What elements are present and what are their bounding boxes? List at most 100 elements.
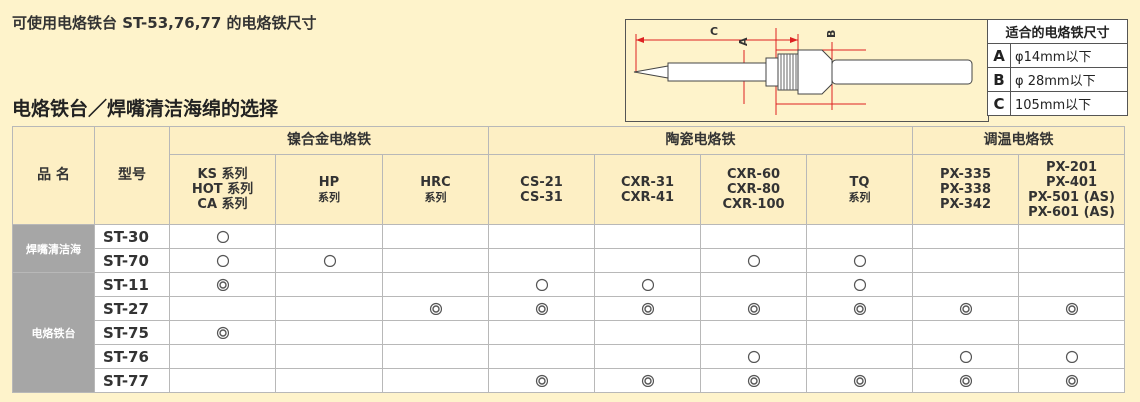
- compat-cell: [382, 224, 489, 249]
- compat-cell: [594, 224, 701, 249]
- compat-cell: [169, 368, 276, 393]
- compat-cell: [169, 272, 276, 297]
- double-circle-mark-icon: [959, 302, 972, 315]
- compat-cell: [169, 248, 276, 273]
- compat-cell: [169, 344, 276, 369]
- subcol-header-line: PX-335: [939, 167, 992, 182]
- compat-cell: [382, 368, 489, 393]
- compat-cell: [806, 248, 913, 273]
- compat-cell: [1018, 272, 1125, 297]
- fit-size-key: A: [987, 43, 1011, 68]
- compat-cell: [275, 248, 383, 273]
- double-circle-mark-icon: [641, 302, 654, 315]
- compat-cell: [488, 296, 595, 321]
- compat-cell: [1018, 320, 1125, 345]
- dim-label-b: B: [825, 30, 838, 38]
- double-circle-mark-icon: [216, 278, 229, 291]
- circle-mark-icon: [747, 254, 760, 267]
- compat-cell: [488, 272, 595, 297]
- compat-cell: [700, 344, 807, 369]
- circle-mark-icon: [535, 278, 548, 291]
- compat-cell: [594, 248, 701, 273]
- compat-cell: [806, 272, 913, 297]
- subcol-header-line: HP: [318, 174, 340, 190]
- double-circle-mark-icon: [853, 302, 866, 315]
- compat-cell: [912, 320, 1019, 345]
- compat-cell: [275, 272, 383, 297]
- compat-cell: [806, 224, 913, 249]
- group-header-nickel: 镍合金电烙铁: [169, 126, 489, 155]
- dim-label-a: A: [737, 37, 750, 46]
- circle-mark-icon: [323, 254, 336, 267]
- fit-size-value: φ 28mm以下: [1010, 67, 1128, 92]
- section-title: 电烙铁台／焊嘴清洁海绵的选择: [12, 98, 279, 120]
- compat-cell: [806, 320, 913, 345]
- fit-size-value: 105mm以下: [1010, 91, 1128, 116]
- circle-mark-icon: [641, 278, 654, 291]
- compat-cell: [1018, 296, 1125, 321]
- fit-size-value: φ14mm以下: [1010, 43, 1128, 68]
- circle-mark-icon: [747, 350, 760, 363]
- compat-cell: [488, 224, 595, 249]
- subcol-header-line: HOT 系列: [191, 182, 254, 197]
- compat-cell: [912, 296, 1019, 321]
- table-row: ST-76: [13, 344, 1125, 369]
- compat-cell: [275, 224, 383, 249]
- model-cell: ST-75: [94, 320, 170, 345]
- compat-cell: [488, 344, 595, 369]
- row-group-label: 电烙铁台: [12, 272, 95, 393]
- model-cell: ST-77: [94, 368, 170, 393]
- compat-cell: [912, 224, 1019, 249]
- double-circle-mark-icon: [641, 374, 654, 387]
- compat-cell: [594, 344, 701, 369]
- subcol-header-line: PX-201: [1045, 159, 1098, 175]
- subcol-header-line: PX-338: [939, 182, 992, 197]
- compat-cell: [382, 320, 489, 345]
- compat-cell: [700, 368, 807, 393]
- subcol-header-line: TQ: [849, 174, 870, 190]
- subcol-header-line: PX-401: [1045, 174, 1098, 190]
- subcol-header-line: 系列: [424, 190, 447, 204]
- compat-cell: [806, 296, 913, 321]
- subcol-header-line: KS 系列: [197, 167, 248, 182]
- compat-cell: [1018, 368, 1125, 393]
- subcol-header-line: CS-21: [520, 174, 563, 190]
- double-circle-mark-icon: [747, 374, 760, 387]
- circle-mark-icon: [959, 350, 972, 363]
- compat-cell: [169, 224, 276, 249]
- double-circle-mark-icon: [535, 374, 548, 387]
- compat-cell: [169, 320, 276, 345]
- subcol-header-line: CXR-31: [620, 174, 675, 190]
- col-header-model: 型号: [94, 126, 170, 225]
- compat-cell: [806, 344, 913, 369]
- dim-label-c: C: [710, 25, 718, 38]
- compat-cell: [275, 320, 383, 345]
- compat-cell: [169, 296, 276, 321]
- fit-size-key: C: [987, 91, 1011, 116]
- compat-cell: [275, 368, 383, 393]
- compat-cell: [700, 248, 807, 273]
- subcol-header-line: CXR-100: [722, 197, 785, 212]
- compat-cell: [1018, 224, 1125, 249]
- subcol-header-line: PX-342: [939, 197, 992, 212]
- subcol-header-line: CXR-60: [726, 167, 781, 182]
- compat-cell: [806, 368, 913, 393]
- top-note: 可使用电烙铁台 ST-53,76,77 的电烙铁尺寸: [12, 14, 317, 32]
- model-cell: ST-76: [94, 344, 170, 369]
- compat-cell: [912, 248, 1019, 273]
- subcol-header-line: CA 系列: [197, 197, 248, 212]
- double-circle-mark-icon: [853, 374, 866, 387]
- model-cell: ST-27: [94, 296, 170, 321]
- subcol-header-line: CXR-41: [620, 189, 675, 205]
- model-cell: ST-70: [94, 248, 170, 273]
- compat-cell: [594, 296, 701, 321]
- circle-mark-icon: [853, 254, 866, 267]
- table-row: ST-70: [13, 248, 1125, 273]
- compat-cell: [275, 296, 383, 321]
- compat-cell: [1018, 344, 1125, 369]
- table-row: ST-75: [13, 320, 1125, 345]
- subcol-header-line: CXR-80: [726, 182, 781, 197]
